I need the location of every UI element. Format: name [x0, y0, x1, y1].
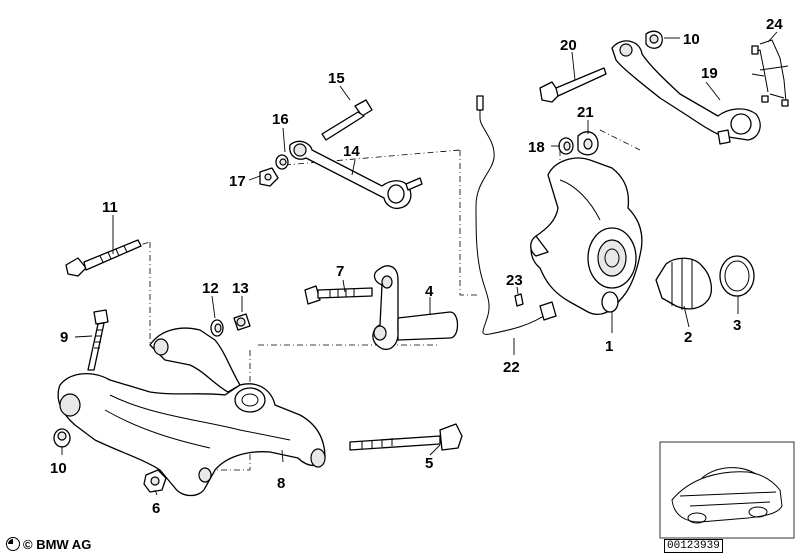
bmw-logo-icon [6, 537, 20, 551]
callout-2: 2 [684, 329, 692, 346]
copyright-notice: © BMW AG [6, 537, 91, 552]
bolt-15 [321, 99, 373, 141]
nut-6 [143, 469, 167, 493]
callout-8: 8 [277, 475, 285, 492]
cable-bracket-24 [751, 39, 789, 107]
bolt-11 [65, 239, 142, 277]
upper-arm-19 [611, 40, 761, 145]
washer-12 [210, 319, 224, 337]
callout-19: 19 [701, 65, 718, 82]
bolt-7 [304, 285, 373, 305]
callout-10-lower: 10 [50, 460, 67, 477]
leader-lines [61, 31, 778, 496]
callout-13: 13 [232, 280, 249, 297]
vehicle-thumbnail [659, 441, 795, 539]
bushing-21 [577, 131, 599, 156]
bolt-20 [539, 67, 607, 103]
sensor-cable-22 [475, 95, 557, 335]
callout-24: 24 [766, 16, 783, 33]
callout-4: 4 [425, 283, 434, 300]
ring-3 [719, 255, 755, 297]
callout-3: 3 [733, 317, 741, 334]
callout-11: 11 [102, 199, 118, 216]
control-arm-14 [289, 140, 423, 210]
callout-21: 21 [577, 104, 594, 121]
callout-9: 9 [60, 329, 68, 346]
callout-14: 14 [343, 143, 360, 160]
cv-boot-2 [655, 257, 713, 310]
callout-12: 12 [202, 280, 219, 297]
bushing-10-upper [645, 30, 663, 49]
copyright-text: © BMW AG [23, 537, 92, 552]
bushing-18 [558, 137, 574, 155]
callout-20: 20 [560, 37, 577, 54]
callout-23: 23 [506, 272, 523, 289]
washer-16 [275, 154, 289, 170]
callout-17: 17 [229, 173, 246, 190]
callout-15: 15 [328, 70, 345, 87]
callout-1: 1 [605, 338, 613, 355]
bolt-5 [349, 423, 463, 451]
catalog-number: 00123939 [664, 539, 723, 553]
nut-10-lower [53, 428, 71, 448]
callout-16: 16 [272, 111, 289, 128]
callout-22: 22 [503, 359, 520, 376]
callout-5: 5 [425, 455, 433, 472]
bolt-23 [514, 293, 524, 307]
callout-6: 6 [152, 500, 160, 517]
callout-7: 7 [336, 263, 344, 280]
wheel-carrier-1 [530, 157, 643, 315]
callout-labels: 1 2 3 4 5 6 7 8 9 10 10 11 12 13 14 15 1… [50, 16, 783, 517]
callout-18: 18 [528, 139, 545, 156]
bolt-9 [87, 309, 109, 371]
bushing-13 [233, 313, 251, 331]
nut-17 [259, 167, 279, 187]
rear-subframe [57, 327, 326, 497]
link-4 [372, 265, 459, 351]
callout-10-upper: 10 [683, 31, 700, 48]
